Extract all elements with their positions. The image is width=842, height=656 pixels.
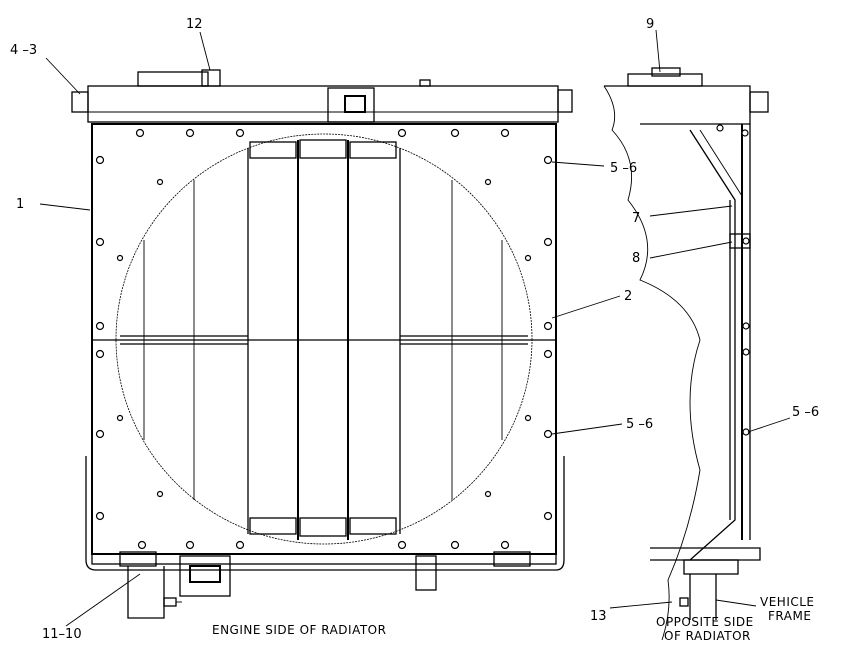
opposite-side-view [603, 67, 769, 641]
left-fitting [71, 91, 89, 113]
inlet-box [327, 87, 375, 123]
callout-9: 9 [646, 17, 654, 32]
bottom-tank [91, 553, 557, 565]
leader-lines [39, 29, 791, 627]
lower-frame [85, 456, 565, 571]
view-captions: ENGINE SIDE OF RADIATOR OPPOSITE SIDE OF… [212, 595, 815, 643]
fan-shroud [91, 123, 557, 555]
side-cap [627, 73, 703, 87]
callout-5-6-side: 5 –6 [792, 405, 819, 420]
vehicle-frame-caption-line2: FRAME [768, 609, 811, 623]
engine-side-caption: ENGINE SIDE OF RADIATOR [212, 623, 386, 637]
outlet-box [179, 555, 231, 597]
callout-11-10: 11–10 [42, 627, 82, 642]
top-tank [87, 85, 559, 123]
opposite-side-caption-line1: OPPOSITE SIDE [656, 615, 754, 629]
vehicle-frame-caption-line1: VEHICLE [760, 595, 815, 609]
engine-side-view [71, 69, 573, 619]
callout-13: 13 [590, 609, 607, 624]
break-line [603, 85, 701, 641]
callout-5-6-top: 5 –6 [610, 161, 637, 176]
baffle-plates [120, 139, 528, 540]
right-fitting [557, 89, 573, 113]
outlet-pipe [127, 566, 165, 619]
callout-1: 1 [16, 197, 24, 212]
callout-8: 8 [632, 251, 640, 266]
callout-7: 7 [632, 211, 640, 226]
callout-2: 2 [624, 289, 632, 304]
callout-labels: 4 –3 12 1 5 –6 2 5 –6 11–10 9 7 8 5 –6 1… [10, 17, 819, 642]
callout-4-3: 4 –3 [10, 43, 37, 58]
callout-12: 12 [186, 17, 203, 32]
fan-opening [115, 133, 533, 545]
callout-5-6-bottom: 5 –6 [626, 417, 653, 432]
opposite-side-caption-line2: OF RADIATOR [664, 629, 751, 643]
mounting-holes [95, 128, 553, 550]
side-bracket [729, 233, 751, 249]
filler-cap [137, 71, 209, 87]
